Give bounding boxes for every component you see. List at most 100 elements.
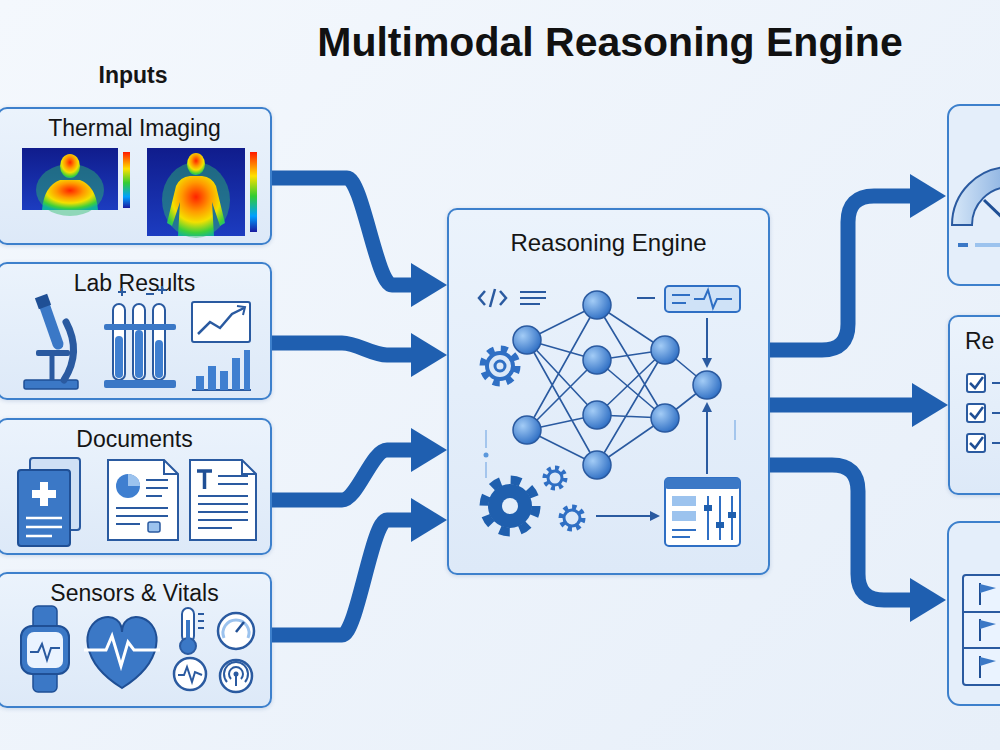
microscope-icon	[24, 380, 78, 389]
output-box	[948, 522, 1000, 705]
checklist-icon	[970, 407, 983, 418]
report-icon	[116, 474, 140, 498]
test-tubes-icon	[135, 330, 143, 378]
gear-icon	[487, 353, 513, 379]
thermal-image	[22, 148, 118, 210]
line-chart-icon	[192, 302, 250, 342]
network-neuron	[513, 291, 721, 479]
text-document-icon	[198, 476, 248, 528]
ecg-icon	[178, 667, 202, 682]
network-neuron	[583, 401, 611, 429]
network-neuron	[651, 336, 679, 364]
flow-arrow	[650, 511, 660, 521]
gear-icon	[561, 507, 583, 529]
medical-record-icon	[18, 458, 80, 546]
smartwatch-icon	[33, 606, 57, 692]
glow-dot	[485, 462, 487, 478]
control-panel	[704, 505, 712, 511]
output-arrow	[910, 578, 946, 622]
medical-record-icon	[18, 470, 70, 546]
test-tubes-icon	[104, 324, 176, 330]
box-title: Thermal Imaging	[0, 109, 270, 142]
control-panel	[665, 478, 740, 489]
network-neuron	[583, 451, 611, 479]
network-neuron	[513, 416, 541, 444]
smartwatch-icon	[30, 644, 60, 660]
signal-icon	[234, 672, 239, 677]
output-arrow	[910, 174, 946, 218]
report-icon	[116, 480, 168, 524]
gauge-icon	[218, 613, 254, 649]
thermal-image	[147, 148, 257, 238]
signal-panel	[665, 286, 740, 312]
heart-icon	[84, 617, 160, 688]
checklist-icon	[967, 434, 985, 452]
thermometer-icon	[180, 638, 196, 654]
flow-arrow	[702, 402, 712, 412]
flow-arrow	[272, 178, 411, 285]
output-box	[958, 243, 968, 247]
gauge-icon	[218, 613, 254, 649]
bar-chart-icon	[192, 389, 251, 391]
flow-arrow	[706, 410, 708, 474]
test-tubes-icon	[153, 304, 165, 380]
diagram-title: Multimodal Reasoning Engine	[250, 14, 970, 70]
smartwatch-icon	[21, 626, 69, 674]
gear-icon	[483, 349, 517, 383]
glow-dot	[734, 420, 736, 440]
control-panel	[672, 530, 696, 537]
microscope-icon	[44, 304, 58, 344]
text-document-icon	[190, 460, 256, 540]
output-box	[963, 612, 1000, 648]
gear-icon	[488, 484, 532, 528]
line-chart-icon	[192, 302, 250, 342]
microscope-icon	[36, 350, 70, 356]
input-box: Lab Results	[0, 262, 272, 400]
control-panel	[672, 511, 696, 521]
flow-arrow	[596, 318, 712, 521]
thermometer-icon	[180, 608, 204, 654]
network-neuron	[513, 326, 541, 354]
signal-panel	[672, 295, 690, 303]
gauge-icon	[223, 620, 249, 638]
test-tubes-icon	[118, 286, 166, 296]
output-arrow	[770, 174, 946, 622]
output-box	[948, 105, 1000, 285]
text-document-icon	[197, 471, 212, 489]
smartwatch-icon	[21, 606, 69, 692]
bar-chart-icon	[220, 371, 228, 390]
thermal-image	[187, 153, 205, 175]
thermal-image	[147, 148, 245, 236]
heart-icon	[87, 617, 156, 688]
test-tubes-icon	[133, 304, 145, 380]
glow-dot	[484, 453, 489, 458]
input-box: Documents	[0, 418, 272, 555]
test-tubes-icon	[155, 340, 163, 378]
output-box	[984, 200, 1000, 225]
test-tubes-icon	[104, 286, 176, 388]
engine-box: Reasoning Engine	[447, 208, 770, 575]
microscope-icon	[41, 296, 45, 307]
thermal-image	[42, 180, 98, 210]
text-document-icon	[242, 460, 256, 474]
box-title: Lab Results	[0, 264, 270, 297]
bar-chart-icon	[192, 350, 251, 390]
network-neuron	[583, 291, 611, 319]
flow-arrow	[770, 398, 912, 413]
thermal-image	[250, 152, 257, 232]
gauge-icon	[236, 622, 244, 632]
checklist-icon	[970, 377, 983, 388]
input-box: Thermal Imaging	[0, 107, 272, 245]
flow-arrow	[272, 450, 411, 500]
control-panel	[665, 478, 740, 546]
smartwatch-icon	[27, 632, 63, 668]
checklist-icon	[992, 383, 1000, 443]
thermal-image	[22, 148, 130, 216]
box-title: Re	[950, 317, 1000, 355]
thermometer-icon	[186, 620, 190, 644]
code-symbol	[479, 289, 655, 307]
glow-dot	[484, 420, 736, 478]
signal-icon	[224, 662, 248, 682]
